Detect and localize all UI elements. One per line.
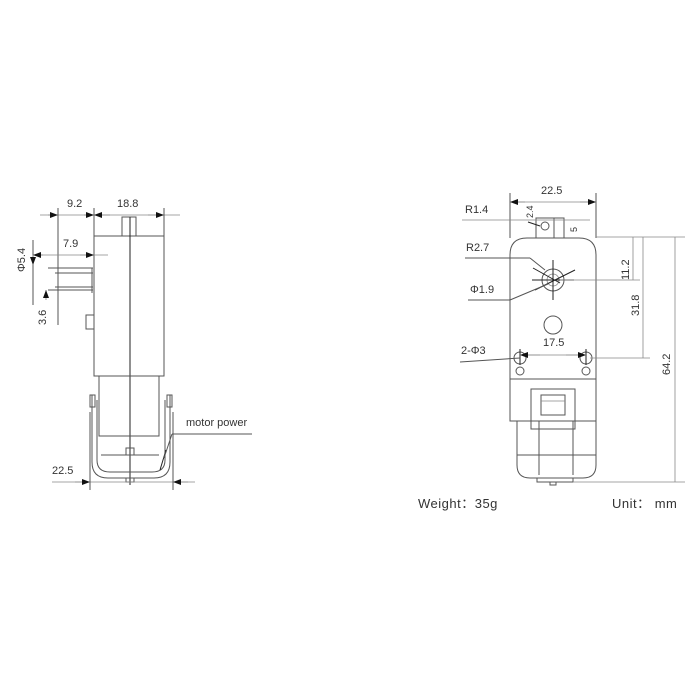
front-view: 22.5 R1.4 2.4 5 R2.7 Φ1.9 2-Φ3 17.5 11.2… — [459, 185, 685, 486]
dim-body-width: 18.8 — [117, 198, 138, 210]
dim-radius-small: R1.4 — [465, 204, 488, 216]
dim-shaft-diameter: Φ5.4 — [16, 248, 28, 272]
dim-shaft-flat: 3.6 — [37, 310, 49, 325]
dim-tab-height: 2.4 — [525, 205, 535, 218]
connector — [530, 388, 576, 430]
unit-label: Unit： mm — [612, 496, 677, 511]
dim-bracket-width: 22.5 — [52, 465, 73, 477]
dim-mount-to-top: 31.8 — [630, 295, 642, 316]
dim-mount-spacing: 17.5 — [543, 337, 564, 349]
dim-shaft-offset: 9.2 — [67, 198, 82, 210]
dim-total-height: 64.2 — [661, 354, 673, 375]
dim-tab-width: 5 — [569, 227, 579, 232]
dim-center-to-top: 11.2 — [620, 259, 632, 280]
dim-top-width: 22.5 — [541, 185, 562, 197]
motor-body — [98, 375, 160, 437]
dim-mount-holes: 2-Φ3 — [461, 345, 486, 357]
top-tab — [535, 217, 565, 239]
weight-label: Weight：35g — [418, 496, 498, 511]
gearbox-body — [93, 235, 165, 377]
motor-power-label: motor power — [186, 417, 247, 429]
side-view: 9.2 18.8 7.9 Φ5.4 3.6 22.5 motor power — [16, 198, 252, 490]
front-body — [509, 237, 597, 380]
dim-hole-diameter: Φ1.9 — [470, 284, 494, 296]
dim-radius-large: R2.7 — [466, 242, 489, 254]
dim-shaft-length: 7.9 — [63, 238, 78, 250]
